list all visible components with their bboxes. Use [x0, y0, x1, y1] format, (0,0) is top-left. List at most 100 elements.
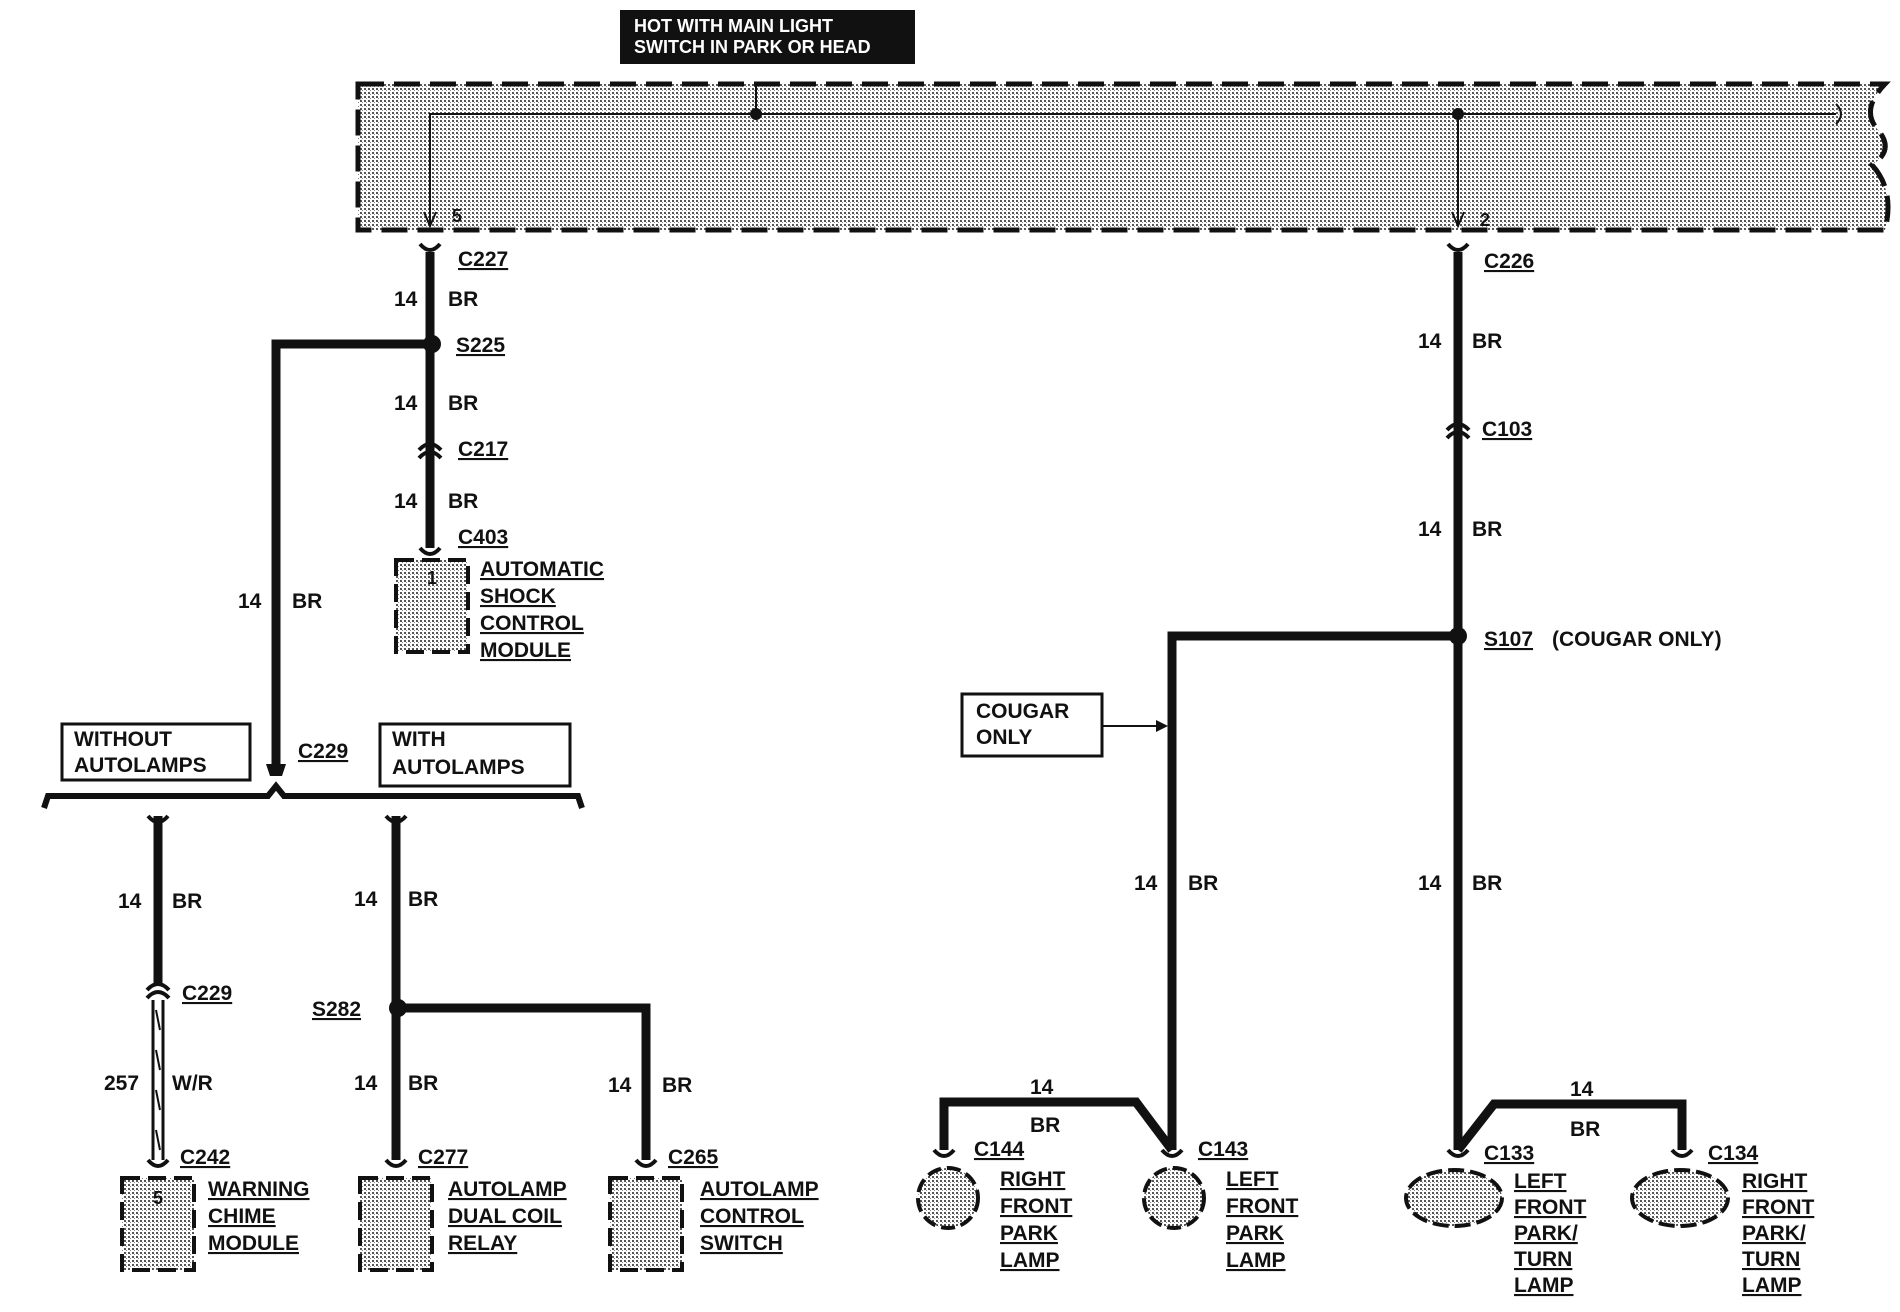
wire-gauge-label: 14	[1418, 872, 1442, 895]
wire-color-label: BR	[292, 590, 322, 613]
wire-color-label: BR	[408, 888, 438, 911]
lfp-label-4: LAMP	[1226, 1249, 1286, 1272]
connector-c227-mark	[418, 242, 442, 252]
wire-gauge-label: 14	[1418, 330, 1442, 353]
connector-c226: C226	[1484, 250, 1534, 273]
switch-pin-left: 5	[452, 206, 462, 226]
rft-label-2: FRONT	[1742, 1196, 1814, 1219]
switch-label-1: AUTOLAMP	[700, 1178, 819, 1201]
right-front-park-turn-lamp: RIGHT FRONT PARK/ TURN LAMP	[1630, 1168, 1814, 1297]
wire-gauge-label: 14	[1570, 1078, 1594, 1101]
splice-s107-note: (COUGAR ONLY)	[1552, 628, 1722, 651]
lfp-label-2: FRONT	[1226, 1195, 1298, 1218]
left-front-park-lamp: LEFT FRONT PARK LAMP	[1142, 1166, 1298, 1272]
connector-c143: C143	[1198, 1138, 1248, 1161]
lft-label-5: LAMP	[1514, 1274, 1574, 1297]
cougar-only-box: COUGAR ONLY	[960, 692, 1104, 758]
relay-label-2: DUAL COIL	[448, 1205, 562, 1228]
switch-label-3: SWITCH	[700, 1232, 783, 1255]
connector-c403-mark	[418, 546, 442, 556]
without-autolamps-box: WITHOUT AUTOLAMPS	[60, 722, 252, 782]
chime-module-pin: 5	[153, 1188, 163, 1208]
wire-gauge-label: 14	[1418, 518, 1442, 541]
connector-c403: C403	[458, 526, 508, 549]
rft-label-5: LAMP	[1742, 1274, 1802, 1297]
connector-mark	[1446, 1148, 1470, 1158]
svg-text:AUTOLAMPS: AUTOLAMPS	[392, 756, 525, 779]
wire-s107-c143	[1167, 631, 1458, 1150]
shock-module-label-4: MODULE	[480, 639, 571, 662]
connector-c229-low: C229	[182, 982, 232, 1005]
connector-c229-top: C229	[298, 740, 348, 763]
connector-c229-low-mark	[145, 982, 171, 1000]
arrow-head	[1156, 720, 1168, 732]
connector-mark	[634, 1158, 658, 1168]
switch-pin-right: 2	[1480, 210, 1490, 230]
autolamp-dual-coil-relay: AUTOLAMP DUAL COIL RELAY	[358, 1176, 567, 1272]
wire-gauge-label: 14	[354, 1072, 378, 1095]
svg-text:WITHOUT: WITHOUT	[74, 728, 172, 751]
wire-color-label: BR	[1188, 872, 1218, 895]
wire-color-label: BR	[1472, 518, 1502, 541]
connector-mark	[1160, 1148, 1184, 1158]
lft-label-4: TURN	[1514, 1248, 1572, 1271]
connector-mark	[932, 1148, 956, 1158]
wire-c133-c134	[1454, 1099, 1687, 1153]
autolamp-control-switch: AUTOLAMP CONTROL SWITCH	[608, 1176, 819, 1272]
lft-label-3: PARK/	[1514, 1222, 1578, 1245]
wire-gauge-label: 14	[118, 890, 142, 913]
splice-s225: S225	[456, 334, 505, 357]
chime-label-1: WARNING	[208, 1178, 310, 1201]
option-bracket	[41, 781, 585, 809]
shock-module-pin: 1	[427, 568, 437, 588]
connector-c217-mark	[417, 442, 443, 460]
automatic-shock-control-module: 1 AUTOMATIC SHOCK CONTROL MODULE	[394, 558, 604, 662]
connector-mark	[384, 1158, 408, 1168]
connector-c133: C133	[1484, 1142, 1534, 1165]
connector-c217: C217	[458, 438, 508, 461]
wire-gauge-label: 14	[1030, 1076, 1054, 1099]
chime-wire-color: W/R	[172, 1072, 213, 1095]
rfp-label-1: RIGHT	[1000, 1168, 1066, 1191]
wire-gauge-label: 14	[238, 590, 262, 613]
shock-module-label-1: AUTOMATIC	[480, 558, 604, 581]
wire-color-label: BR	[662, 1074, 692, 1097]
chime-wire-gauge: 257	[104, 1072, 139, 1095]
wire-color-label: BR	[172, 890, 202, 913]
connector-mark	[1670, 1148, 1694, 1158]
wire-color-label: BR	[408, 1072, 438, 1095]
wire-gauge-label: 14	[354, 888, 378, 911]
header-line-2: SWITCH IN PARK OR HEAD	[634, 37, 871, 57]
splice-s282: S282	[312, 998, 361, 1021]
wire-color-label: BR	[1472, 330, 1502, 353]
wire-gauge-label: 14	[1134, 872, 1158, 895]
lfp-label-1: LEFT	[1226, 1168, 1279, 1191]
connector-mark	[146, 1158, 170, 1168]
wire-color-label: BR	[1570, 1118, 1600, 1141]
connector-c134: C134	[1708, 1142, 1759, 1165]
wire-c143-c144	[939, 1097, 1176, 1153]
with-autolamps-box: WITH AUTOLAMPS	[378, 722, 572, 788]
shock-module-label-3: CONTROL	[480, 612, 584, 635]
rft-label-4: TURN	[1742, 1248, 1800, 1271]
wire-color-label: BR	[448, 392, 478, 415]
rfp-label-2: FRONT	[1000, 1195, 1072, 1218]
connector-c144: C144	[974, 1138, 1025, 1161]
switch-label-2: CONTROL	[700, 1205, 804, 1228]
warning-chime-module: 5 WARNING CHIME MODULE	[120, 1176, 310, 1272]
connector-c277: C277	[418, 1146, 468, 1169]
svg-text:AUTOLAMPS: AUTOLAMPS	[74, 754, 207, 777]
wire-color-label: BR	[1030, 1114, 1060, 1137]
wire-s282-c265	[398, 1003, 651, 1160]
wire-gauge-label: 14	[394, 288, 418, 311]
connector-c242: C242	[180, 1146, 230, 1169]
connector-c265: C265	[668, 1146, 719, 1169]
wire-gauge-label: 14	[394, 490, 418, 513]
wire-color-label: BR	[1472, 872, 1502, 895]
svg-text:COUGAR: COUGAR	[976, 700, 1069, 723]
wire-w-r-striped	[151, 1000, 165, 1160]
connector-mark	[384, 814, 408, 824]
wire-color-label: BR	[448, 490, 478, 513]
rft-label-3: PARK/	[1742, 1222, 1806, 1245]
